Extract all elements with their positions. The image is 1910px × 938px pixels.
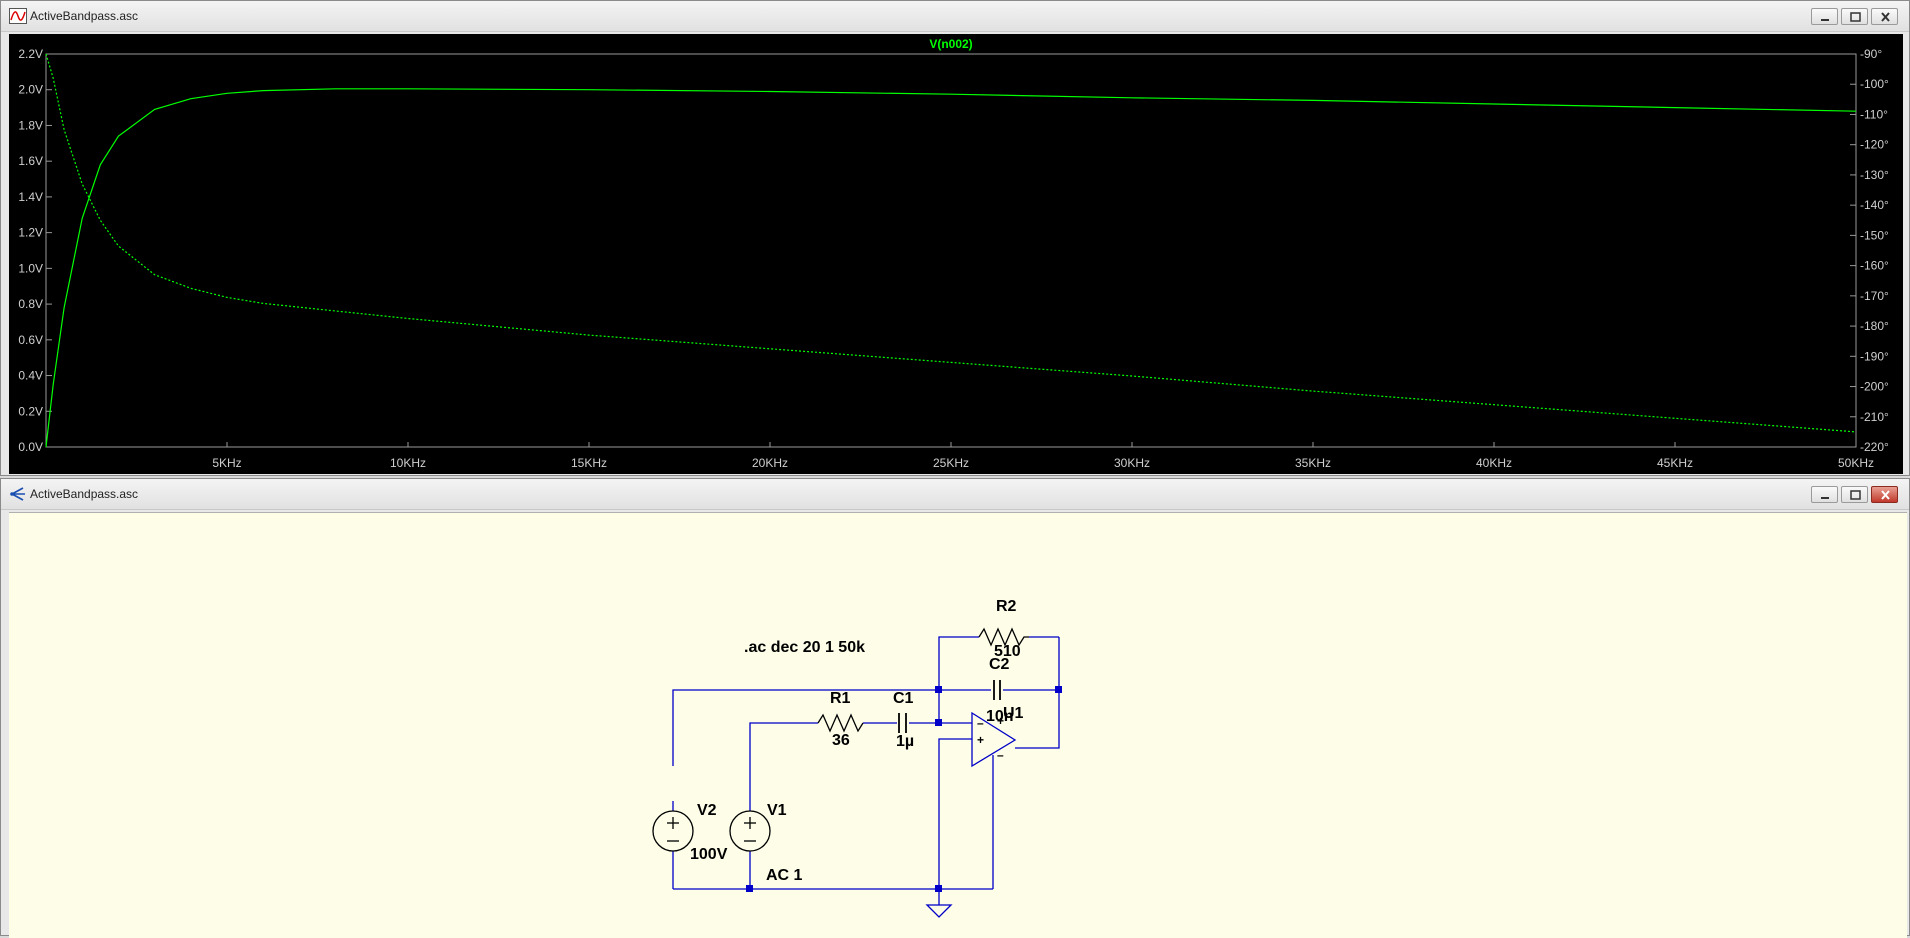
- maximize-icon: [1850, 490, 1861, 500]
- c1-value: 1µ: [896, 733, 914, 750]
- waveform-icon: [9, 8, 27, 24]
- r2-name: R2: [996, 598, 1017, 615]
- close-icon: [1881, 490, 1890, 500]
- x-tick-label: 5KHz: [212, 456, 241, 470]
- svg-text:–: –: [997, 748, 1004, 762]
- y-tick-label: 0.6V: [18, 333, 43, 347]
- v1-name: V1: [767, 802, 787, 819]
- waveform-window[interactable]: ActiveBandpass.asc V(n002) 5KHz 10KHz 15KH…: [0, 0, 1910, 476]
- r2-value: 510: [994, 643, 1021, 660]
- x-tick-label: 15KHz: [571, 456, 607, 470]
- y-tick-label: 1.4V: [18, 190, 43, 204]
- voltage-source-v2[interactable]: [652, 810, 694, 852]
- y2-tick-label: -140°: [1860, 198, 1889, 212]
- v1-value: AC 1: [766, 867, 803, 884]
- y2-tick-label: -160°: [1860, 259, 1889, 273]
- c2-value: 10n: [986, 708, 1014, 725]
- y2-tick-label: -130°: [1860, 168, 1889, 182]
- v2-value: 100V: [690, 846, 728, 863]
- schematic-title-bar[interactable]: ActiveBandpass.asc: [1, 479, 1909, 510]
- resistor-r2[interactable]: [978, 627, 1029, 647]
- opamp-u1-pins: – + + –: [977, 714, 1004, 762]
- minimize-button[interactable]: [1811, 8, 1838, 25]
- x-tick-label: 50KHz: [1838, 456, 1874, 470]
- y-tick-label: 2.2V: [18, 47, 43, 61]
- x-tick-label: 25KHz: [933, 456, 969, 470]
- x-tick-label: 30KHz: [1114, 456, 1150, 470]
- plot-frame: [45, 53, 1857, 448]
- y-tick-label: 0.2V: [18, 404, 43, 418]
- x-tick-label: 35KHz: [1295, 456, 1331, 470]
- capacitor-c2[interactable]: [993, 680, 1001, 700]
- y2-tick-label: -180°: [1860, 319, 1889, 333]
- y-tick-label: 0.0V: [18, 440, 43, 454]
- waveform-window-title: ActiveBandpass.asc: [30, 9, 139, 23]
- trace-label-vn002[interactable]: V(n002): [929, 37, 972, 51]
- right-y-axis: -90° -100° -110° -120° -130° -140° -150° -160° -…: [1850, 47, 1889, 454]
- maximize-icon: [1850, 12, 1861, 22]
- y2-tick-label: -100°: [1860, 77, 1889, 91]
- x-tick-label: 10KHz: [390, 456, 426, 470]
- close-icon: [1881, 12, 1890, 22]
- x-axis: 5KHz 10KHz 15KHz 20KHz 25KHz 30KHz 35KHz 40KHz 4…: [212, 442, 1874, 470]
- y-tick-label: 1.2V: [18, 226, 43, 240]
- y2-tick-label: -110°: [1860, 107, 1888, 121]
- x-tick-label: 20KHz: [752, 456, 788, 470]
- voltage-source-v1[interactable]: [729, 810, 771, 852]
- minimize-icon: [1821, 19, 1829, 21]
- y-tick-label: 0.4V: [18, 369, 43, 383]
- x-tick-label: 45KHz: [1657, 456, 1693, 470]
- y2-tick-label: -120°: [1860, 138, 1889, 152]
- waveform-chart[interactable]: V(n002) 5KHz 10KHz 15KHz 20KHz 25KHz 30KHz 35K…: [9, 34, 1903, 474]
- close-button[interactable]: [1871, 8, 1898, 25]
- wires: [672, 636, 1060, 918]
- x-tick-label: 40KHz: [1476, 456, 1512, 470]
- waveform-plot-pane[interactable]: V(n002) 5KHz 10KHz 15KHz 20KHz 25KHz 30KHz 35K…: [9, 34, 1903, 474]
- svg-text:–: –: [977, 716, 984, 730]
- v2-name: V2: [697, 802, 717, 819]
- y2-tick-label: -220°: [1860, 440, 1889, 454]
- schematic-window-title: ActiveBandpass.asc: [30, 487, 139, 501]
- magnitude-trace[interactable]: [45, 88, 1857, 448]
- minimize-button[interactable]: [1811, 486, 1838, 503]
- left-y-axis: 0.0V 0.2V 0.4V 0.6V 0.8V 1.0V 1.2V 1.4V 1.6V 1.8V…: [18, 47, 52, 454]
- y2-tick-label: -190°: [1860, 349, 1889, 363]
- wire-junctions: [746, 686, 1062, 892]
- y-tick-label: 1.6V: [18, 154, 43, 168]
- maximize-button[interactable]: [1841, 486, 1868, 503]
- schematic-icon: [10, 487, 25, 501]
- phase-trace[interactable]: [45, 53, 1857, 433]
- y-tick-label: 0.8V: [18, 297, 43, 311]
- waveform-title-bar[interactable]: ActiveBandpass.asc: [1, 1, 1909, 32]
- schematic-canvas[interactable]: R2 510 C2 10n R1 36 C1 1µ – +: [9, 512, 1907, 938]
- c2-name: C2: [989, 656, 1010, 673]
- svg-text:+: +: [997, 714, 1004, 728]
- maximize-button[interactable]: [1841, 8, 1868, 25]
- y-tick-label: 1.0V: [18, 261, 43, 275]
- svg-text:+: +: [977, 733, 984, 747]
- y-tick-label: 2.0V: [18, 83, 43, 97]
- r1-value: 36: [832, 732, 850, 749]
- schematic-drawing[interactable]: R2 510 C2 10n R1 36 C1 1µ – +: [9, 513, 1907, 938]
- spice-directive[interactable]: .ac dec 20 1 50k: [744, 639, 865, 656]
- minimize-icon: [1821, 497, 1829, 499]
- close-button[interactable]: [1871, 486, 1898, 503]
- r1-name: R1: [830, 690, 851, 707]
- u1-name: U1: [1003, 705, 1024, 722]
- capacitor-c1[interactable]: [898, 713, 907, 733]
- y-tick-label: 1.8V: [18, 118, 43, 132]
- y2-tick-label: -210°: [1860, 410, 1889, 424]
- y2-tick-label: -170°: [1860, 289, 1889, 303]
- resistor-r1[interactable]: [817, 713, 864, 733]
- c1-name: C1: [893, 690, 914, 707]
- y2-tick-label: -200°: [1860, 380, 1889, 394]
- series-layer: [45, 53, 1857, 448]
- y2-tick-label: -90°: [1860, 47, 1882, 61]
- schematic-window[interactable]: ActiveBandpass.asc: [0, 478, 1910, 938]
- y2-tick-label: -150°: [1860, 228, 1889, 242]
